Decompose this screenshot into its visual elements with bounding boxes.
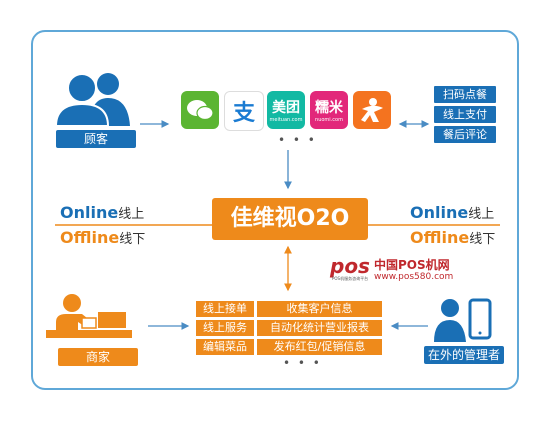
wechat-icon: [181, 91, 219, 129]
service-cell: 线上接单: [196, 301, 254, 317]
center-o2o-box: 佳维视O2O: [212, 198, 368, 240]
service-cell: 线上服务: [196, 320, 254, 336]
watermark-title: 中国POS机网: [374, 258, 450, 272]
feature-item: 线上支付: [434, 106, 496, 123]
offline-label-left: Offline线下: [60, 228, 146, 247]
service-cell: 编辑菜品: [196, 339, 254, 355]
customer-label: 顾客: [56, 130, 136, 148]
merchant-label: 商家: [58, 348, 138, 366]
pos580-watermark: pos 中国POS机网 POS机服务咨询平台 www.pos580.com: [330, 254, 453, 282]
diagram-frame: [31, 30, 519, 390]
watermark-logo: pos: [330, 254, 370, 278]
manager-icon: [434, 298, 492, 342]
feature-item: 扫码点餐: [434, 86, 496, 103]
offline-label-right: Offline线下: [410, 228, 496, 247]
watermark-url: www.pos580.com: [374, 272, 454, 282]
watermark-tagline: POS机服务咨询平台: [332, 276, 369, 281]
service-cell: 收集客户信息: [257, 301, 382, 317]
dianping-icon: [353, 91, 391, 129]
feature-item: 餐后评论: [434, 126, 496, 143]
apps-more-dots: • • •: [278, 133, 317, 147]
customer-icon: [54, 73, 130, 127]
merchant-icon: [46, 294, 132, 338]
manager-label: 在外的管理者: [424, 346, 504, 364]
alipay-icon: 支: [224, 91, 264, 131]
services-more-dots: • • •: [283, 356, 322, 370]
online-label-right: Online线上: [410, 203, 495, 222]
online-label-left: Online线上: [60, 203, 145, 222]
service-cell: 自动化统计营业报表: [257, 320, 382, 336]
service-cell: 发布红包/促销信息: [257, 339, 382, 355]
